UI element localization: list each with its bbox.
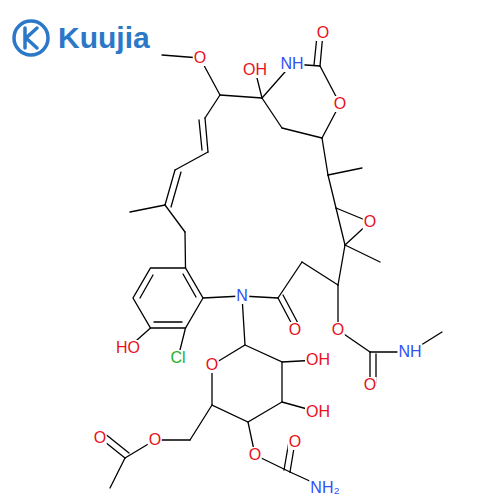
atom-label: NH₂ [309, 480, 340, 496]
logo-ring [14, 21, 48, 55]
atom-label: O [248, 447, 262, 463]
atom-label: NH [397, 344, 422, 360]
atom-label: O [333, 96, 347, 112]
logo-icon [14, 21, 48, 55]
atom-label: NH [279, 56, 304, 72]
atom-label: O [148, 432, 162, 448]
atom-label: O [288, 434, 302, 450]
bond-lines [100, 33, 442, 488]
atom-label: Cl [169, 350, 186, 366]
atom-label: HO [115, 340, 141, 356]
atom-label: OH [305, 352, 331, 368]
atom-label: O [193, 50, 207, 66]
atom-label: OH [242, 62, 268, 78]
atom-label: O [363, 214, 377, 230]
atom-label: N [235, 288, 249, 304]
atom-label: OH [305, 404, 331, 420]
watermark-text: Kuujia [58, 23, 150, 53]
atom-label: O [288, 322, 302, 338]
atom-label: O [93, 430, 107, 446]
atom-label: O [331, 322, 345, 338]
atom-label: O [363, 377, 377, 393]
atom-label: O [316, 25, 330, 41]
atom-label: O [205, 357, 219, 373]
logo-mark [25, 28, 37, 48]
